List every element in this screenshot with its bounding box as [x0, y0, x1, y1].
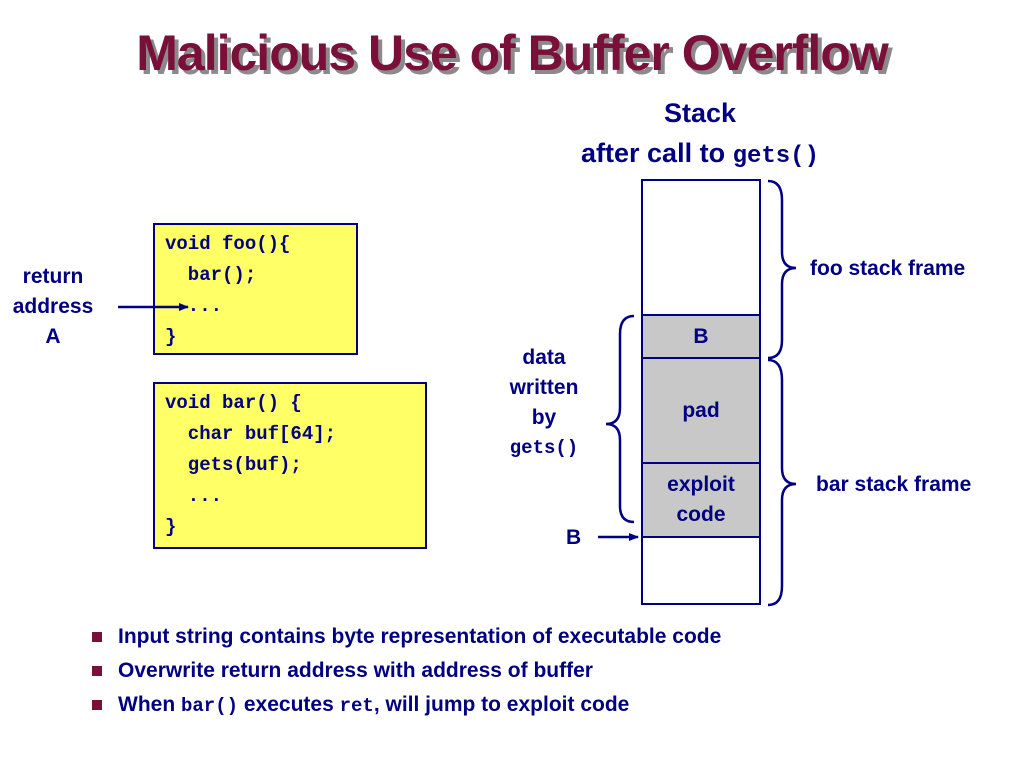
exploit-label-line: exploit	[667, 473, 735, 496]
bar-code-line: char buf[64];	[165, 423, 337, 445]
pointer-b-label: B	[566, 526, 582, 549]
bullet-text: When	[118, 693, 181, 716]
bullet-item: When bar() executes ret, will jump to ex…	[92, 688, 721, 723]
bullet-square-icon	[92, 666, 102, 676]
bullet-code: bar()	[181, 695, 239, 717]
stack-heading-line2: after call to gets()	[520, 133, 880, 177]
bar-frame-brace	[767, 358, 797, 607]
stack-cell-b: B	[641, 314, 761, 359]
foo-code-line: }	[165, 326, 177, 348]
bar-code-line: ...	[165, 485, 223, 507]
foo-code-box: void foo(){ bar(); ... }	[153, 223, 358, 355]
return-address-label: return address A	[0, 262, 106, 352]
bar-frame-label: bar stack frame	[816, 473, 972, 496]
bullet-text: Input string contains byte representatio…	[118, 625, 722, 648]
foo-code-line: void foo(){	[165, 233, 291, 255]
foo-frame-label: foo stack frame	[810, 257, 966, 280]
stack-cell-exploit: exploit code	[641, 462, 761, 538]
exploit-label-line: code	[676, 503, 726, 526]
bar-code-line: }	[165, 516, 177, 538]
bullet-list: Input string contains byte representatio…	[92, 620, 721, 723]
data-written-line: by	[531, 406, 557, 429]
data-written-line: written	[509, 376, 579, 399]
foo-code-line: ...	[165, 295, 223, 317]
stack-heading: Stack after call to gets()	[520, 93, 880, 177]
foo-code-line: bar();	[165, 264, 257, 286]
bar-code-line: void bar() {	[165, 392, 302, 414]
data-written-brace	[605, 314, 635, 524]
bullet-text: executes	[238, 693, 340, 716]
stack-heading-prefix: after call to	[581, 138, 733, 168]
return-label-line: A	[45, 325, 61, 348]
page-title: Malicious Use of Buffer Overflow	[136, 25, 888, 81]
bullet-code: ret	[339, 695, 374, 717]
stack-heading-code: gets()	[732, 143, 819, 170]
bullet-item: Input string contains byte representatio…	[92, 620, 721, 654]
bullet-square-icon	[92, 700, 102, 710]
return-label-line: address	[12, 295, 94, 318]
data-written-label: data written by gets()	[494, 343, 594, 463]
data-written-code: gets()	[509, 437, 579, 459]
bullet-square-icon	[92, 632, 102, 642]
return-label-line: return	[22, 265, 84, 288]
bullet-item: Overwrite return address with address of…	[92, 654, 721, 688]
stack-heading-line1: Stack	[663, 98, 737, 128]
bullet-text: , will jump to exploit code	[373, 693, 630, 716]
foo-frame-brace	[767, 179, 797, 360]
data-written-line: data	[522, 346, 566, 369]
bar-code-box: void bar() { char buf[64]; gets(buf); ..…	[153, 382, 427, 549]
bar-code-line: gets(buf);	[165, 454, 302, 476]
bullet-text: Overwrite return address with address of…	[118, 659, 593, 682]
